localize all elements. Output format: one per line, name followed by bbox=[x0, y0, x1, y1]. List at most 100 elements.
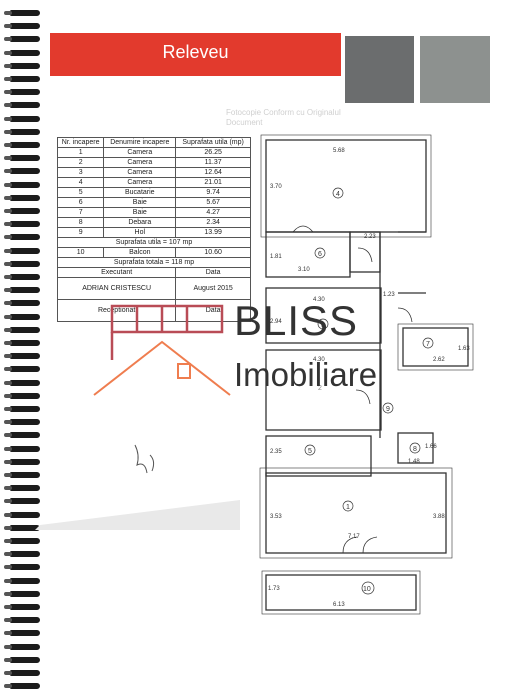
dim-label: 3.88 bbox=[433, 514, 445, 520]
spiral-ring bbox=[4, 604, 40, 610]
table-header: Denumire incapere bbox=[103, 137, 177, 148]
room-label-9: 9 bbox=[386, 406, 390, 413]
spiral-ring bbox=[4, 326, 40, 333]
room-label-10: 10 bbox=[363, 586, 371, 593]
spiral-ring bbox=[4, 617, 40, 624]
dim-label: 2.94 bbox=[270, 319, 282, 325]
spiral-ring bbox=[4, 155, 40, 162]
spiral-ring bbox=[4, 656, 40, 663]
spiral-ring bbox=[4, 406, 40, 412]
dim-label: 1.23 bbox=[383, 292, 395, 298]
dim-label: 1.66 bbox=[425, 444, 437, 450]
spiral-ring bbox=[4, 485, 40, 492]
dim-label: 1.73 bbox=[268, 586, 280, 592]
rooms-table: Nr. incapere Denumire incapere Suprafata… bbox=[56, 137, 251, 322]
spiral-ring bbox=[4, 10, 40, 16]
room-label-3: 3 bbox=[321, 322, 325, 329]
table-header: Suprafata utila (mp) bbox=[175, 137, 251, 148]
summary-row: Suprafata totala = 118 mp bbox=[57, 257, 251, 268]
spiral-ring bbox=[4, 128, 40, 135]
spiral-ring bbox=[4, 142, 40, 148]
spiral-ring bbox=[4, 89, 40, 96]
dim-label: 4.30 bbox=[313, 297, 325, 303]
spiral-ring bbox=[4, 168, 40, 175]
spiral-ring bbox=[4, 551, 40, 558]
gray-square-light bbox=[420, 36, 490, 103]
dim-label: 6.13 bbox=[333, 602, 345, 608]
spiral-ring bbox=[4, 498, 40, 505]
spiral-ring bbox=[4, 62, 40, 69]
signature-scribble bbox=[134, 444, 155, 474]
spiral-ring bbox=[4, 564, 40, 571]
dim-label: 3.53 bbox=[270, 514, 282, 520]
spiral-ring bbox=[4, 234, 40, 241]
room-label-5: 5 bbox=[308, 448, 312, 455]
spiral-ring bbox=[4, 683, 40, 690]
spiral-ring bbox=[4, 102, 40, 109]
dim-label: 1.81 bbox=[270, 254, 282, 260]
dim-label: 4.30 bbox=[313, 357, 325, 363]
room-label-8: 8 bbox=[413, 446, 417, 453]
room-label-7: 7 bbox=[426, 341, 430, 348]
spiral-ring bbox=[4, 353, 40, 360]
spiral-ring bbox=[4, 274, 40, 280]
spiral-ring bbox=[4, 590, 40, 597]
dim-label: 1.63 bbox=[458, 346, 470, 352]
spiral-ring bbox=[4, 340, 40, 346]
paper-shadow bbox=[35, 500, 240, 530]
room-label-2: 2 bbox=[318, 385, 322, 392]
table-header-row: Nr. incapere Denumire incapere Suprafata… bbox=[56, 137, 251, 148]
spiral-ring bbox=[4, 115, 40, 122]
spiral-ring bbox=[4, 49, 40, 56]
spiral-ring bbox=[4, 247, 40, 254]
spiral-ring bbox=[4, 300, 40, 307]
spiral-ring bbox=[4, 366, 40, 373]
spiral-ring bbox=[4, 76, 40, 82]
spiral-ring bbox=[4, 472, 40, 478]
spiral-ring bbox=[4, 458, 40, 465]
spiral-ring bbox=[4, 445, 40, 452]
spiral-ring bbox=[4, 181, 40, 188]
spiral-ring bbox=[4, 643, 40, 650]
spiral-ring bbox=[4, 260, 40, 267]
spiral-ring bbox=[4, 432, 40, 439]
spiral-ring bbox=[4, 208, 40, 214]
dim-label: 3.10 bbox=[298, 267, 310, 273]
room-label-6: 6 bbox=[318, 251, 322, 258]
stamp-ghost-text: Fotocopie Conform cu Originalul Document bbox=[226, 108, 341, 127]
spiral-ring bbox=[4, 194, 40, 201]
spiral-ring bbox=[4, 538, 40, 544]
banner-title: Releveu bbox=[162, 42, 229, 62]
spiral-ring bbox=[4, 577, 40, 584]
table-header: Nr. incapere bbox=[56, 137, 105, 148]
spiral-ring bbox=[4, 36, 40, 43]
room-label-4: 4 bbox=[336, 191, 340, 198]
summary-row: Suprafata utila = 107 mp bbox=[57, 237, 251, 248]
dim-label: 2.35 bbox=[270, 449, 282, 455]
spiral-ring bbox=[4, 313, 40, 320]
spiral-ring bbox=[4, 630, 40, 637]
notebook-spiral-binding bbox=[0, 0, 44, 700]
spiral-ring bbox=[4, 392, 40, 399]
dim-label: 1.48 bbox=[408, 459, 420, 465]
dim-label: 2.23 bbox=[364, 234, 376, 240]
dim-label: 7.17 bbox=[348, 534, 360, 540]
dim-label: 5.68 bbox=[333, 148, 345, 154]
spiral-ring bbox=[4, 287, 40, 294]
spiral-ring bbox=[4, 524, 40, 531]
floor-plan: 5.68 3.70 2.23 1.81 3.10 1.23 4.30 2.94 … bbox=[259, 134, 474, 615]
spiral-ring bbox=[4, 221, 40, 228]
spiral-ring bbox=[4, 419, 40, 426]
brand-name: BLISS bbox=[234, 297, 359, 344]
